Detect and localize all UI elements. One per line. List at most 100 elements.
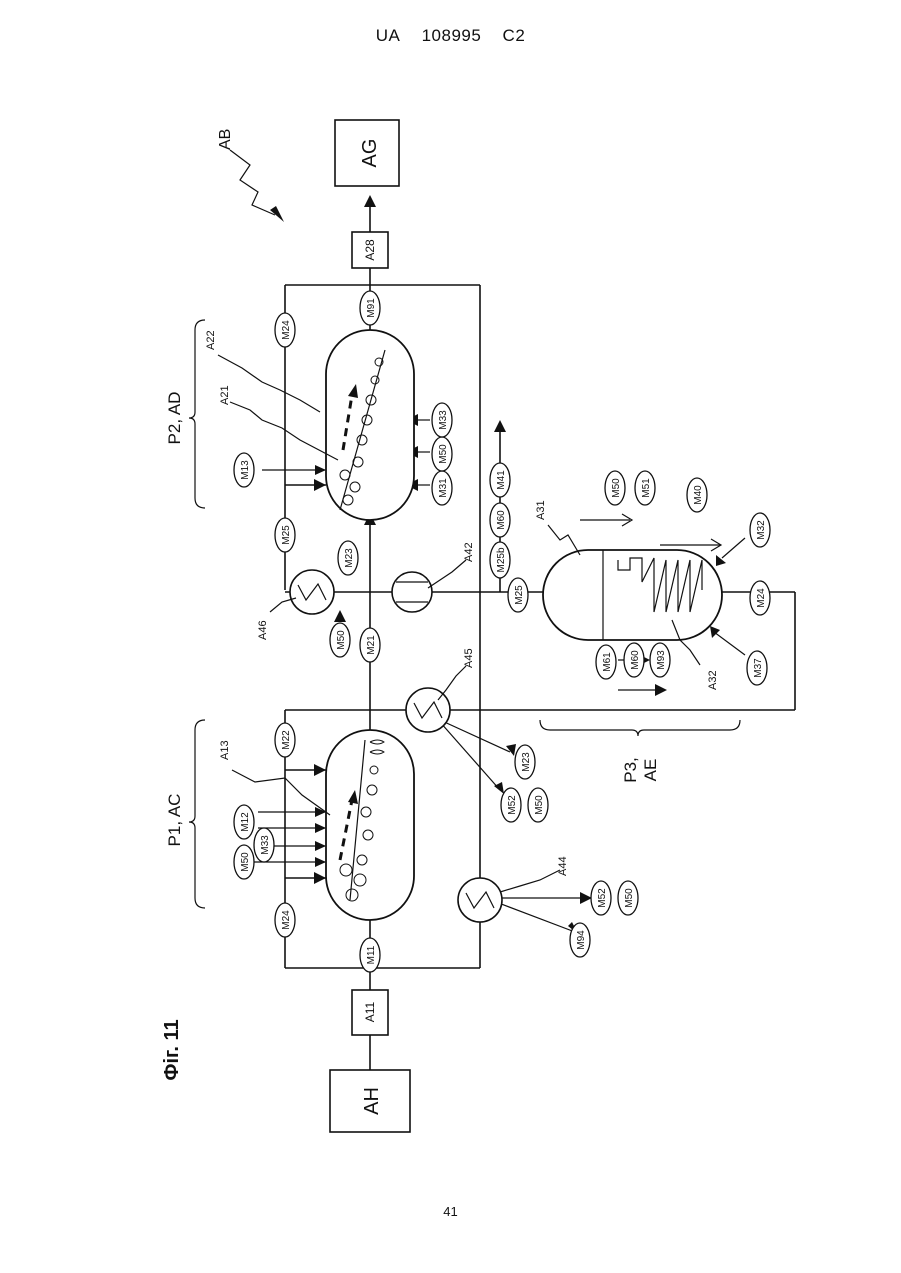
label-a21: A21 [219, 385, 231, 405]
stream-tag: M33 [432, 403, 452, 437]
stream-tag-label: M25 [281, 525, 292, 545]
stage-p1-label: P1, AC [165, 794, 184, 847]
stream-tag: M50 [234, 845, 254, 879]
page-number: 41 [0, 1204, 901, 1219]
stream-tag-label: M60 [496, 510, 507, 530]
stream-tag-label: M50 [240, 852, 251, 872]
stream-tag-label: M61 [602, 652, 613, 672]
label-a45: A45 [463, 648, 475, 668]
stream-tag-label: M32 [756, 520, 767, 540]
stage-p2-label: P2, AD [165, 392, 184, 445]
stage-p3: P3, AE [540, 720, 740, 783]
stream-tag: M24 [275, 313, 295, 347]
stream-tag-label: M40 [693, 485, 704, 505]
stream-tag-label: M22 [281, 730, 292, 750]
stream-tag: M51 [635, 471, 655, 505]
stream-tag: M31 [432, 471, 452, 505]
stream-tag-label: M37 [753, 658, 764, 678]
stream-tag-label: M50 [624, 888, 635, 908]
vessel-p1 [326, 730, 414, 920]
stream-tag-label: M50 [336, 630, 347, 650]
stream-tag: M50 [618, 881, 638, 915]
stream-tag: M21 [360, 628, 380, 662]
stream-tag: M22 [275, 723, 295, 757]
label-a44: A44 [557, 856, 569, 876]
stream-tag: M24 [275, 903, 295, 937]
stream-tag: M23 [515, 745, 535, 779]
stream-tag-label: M50 [611, 478, 622, 498]
stream-tag-label: M91 [366, 298, 377, 318]
stream-tag: M12 [234, 805, 254, 839]
stream-tag-label: M52 [597, 888, 608, 908]
stream-tag-label: M52 [507, 795, 518, 815]
stream-tag: M25b [490, 542, 510, 578]
stream-tag: M41 [490, 463, 510, 497]
label-a32: A32 [707, 670, 719, 690]
stream-tag-label: M33 [438, 410, 449, 430]
stream-tag-label: M31 [438, 478, 449, 498]
stream-tag-label: M50 [438, 444, 449, 464]
box-a11-label: A11 [363, 1001, 377, 1022]
stream-tag: M50 [330, 623, 350, 657]
stream-tag: M60 [624, 643, 644, 677]
exchanger-a45 [406, 688, 450, 732]
stream-tag: M50 [432, 437, 452, 471]
box-a28: A28 [352, 232, 388, 268]
stream-tag-label: M25b [496, 547, 507, 572]
vessel-a31 [543, 550, 722, 640]
stream-tag-label: M50 [534, 795, 545, 815]
label-ab: AB [217, 129, 234, 150]
label-a22: A22 [205, 330, 217, 350]
stream-tag: M52 [591, 881, 611, 915]
stream-tag-label: M94 [576, 930, 587, 950]
stream-tag-label: M13 [240, 460, 251, 480]
stream-tag: M25 [508, 578, 528, 612]
stream-tag-label: M23 [344, 548, 355, 568]
stream-tag: M23 [338, 541, 358, 575]
stream-tag: M24 [750, 581, 770, 615]
box-ah-label: AH [361, 1087, 383, 1115]
exchanger-a46 [290, 570, 334, 614]
exchanger-a44 [458, 878, 502, 922]
figure-caption: Фіг. 11 [161, 1019, 183, 1080]
box-ag-label: AG [359, 139, 381, 168]
stream-tag: M40 [687, 478, 707, 512]
box-a28-label: A28 [363, 239, 377, 261]
label-a31: A31 [535, 500, 547, 520]
pump-a42 [392, 572, 432, 612]
stream-tag: M94 [570, 923, 590, 957]
box-a11: A11 [352, 990, 388, 1035]
label-a13: A13 [219, 740, 231, 760]
box-ag: AG [335, 120, 399, 186]
box-ah: AH [330, 1070, 410, 1132]
stream-tag-label: M93 [656, 650, 667, 670]
stream-tag-label: M25 [514, 585, 525, 605]
stage-p3-label-1: P3, [621, 757, 640, 783]
stream-tag: M50 [605, 471, 625, 505]
stream-tag-label: M24 [281, 320, 292, 340]
stream-tag: M25 [275, 518, 295, 552]
stream-tag-label: M41 [496, 470, 507, 490]
vessel-p2 [326, 330, 414, 520]
stream-tag: M52 [501, 788, 521, 822]
stream-tag-label: M12 [240, 812, 251, 832]
stage-p3-label-2: AE [641, 759, 660, 782]
stream-tag: M50 [528, 788, 548, 822]
stream-tag-label: M11 [366, 945, 377, 964]
stream-tag: M11 [360, 938, 380, 972]
stream-tag-label: M51 [641, 478, 652, 498]
stream-tag: M32 [750, 513, 770, 547]
stream-tag: M13 [234, 453, 254, 487]
stream-tag-label: M21 [366, 635, 377, 655]
stream-tag-label: M24 [281, 910, 292, 930]
stream-tag: M91 [360, 291, 380, 325]
stream-tag: M60 [490, 503, 510, 537]
stream-tag: M33 [254, 828, 274, 862]
stage-p2: P2, AD [165, 320, 205, 508]
stream-tag: M61 [596, 645, 616, 679]
stream-tag-label: M33 [260, 835, 271, 855]
label-a46: A46 [257, 620, 269, 640]
stream-tag-label: M24 [756, 588, 767, 608]
flow-arrows [230, 150, 745, 934]
